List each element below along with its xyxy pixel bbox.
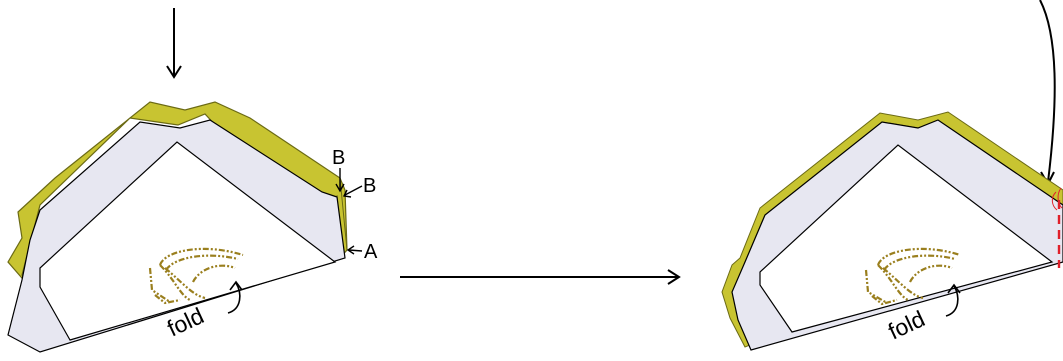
- fold-arrow-icon: [945, 283, 961, 317]
- seam-marks: [1051, 187, 1063, 268]
- b-lower-arrow-icon: [342, 185, 363, 198]
- pattern-motif: [864, 247, 961, 306]
- b-upper-arrow-icon: [335, 168, 345, 193]
- label-b-upper: B: [332, 147, 345, 169]
- fabric-layer: [7, 101, 348, 286]
- inner-window: [39, 141, 337, 341]
- a-arrow-icon: [346, 245, 363, 255]
- pattern-motif: [148, 247, 244, 305]
- inner-window: [759, 144, 1054, 333]
- curved-arrow-icon: [1039, 0, 1056, 187]
- right-step: fold: [721, 0, 1063, 351]
- right-arrow-icon: [400, 269, 681, 285]
- left-step: fold B B A: [7, 8, 378, 353]
- fold-arrow-icon: [227, 280, 243, 314]
- label-a: A: [364, 241, 378, 263]
- down-arrow-icon: [166, 8, 182, 79]
- label-b-lower: B: [363, 175, 376, 197]
